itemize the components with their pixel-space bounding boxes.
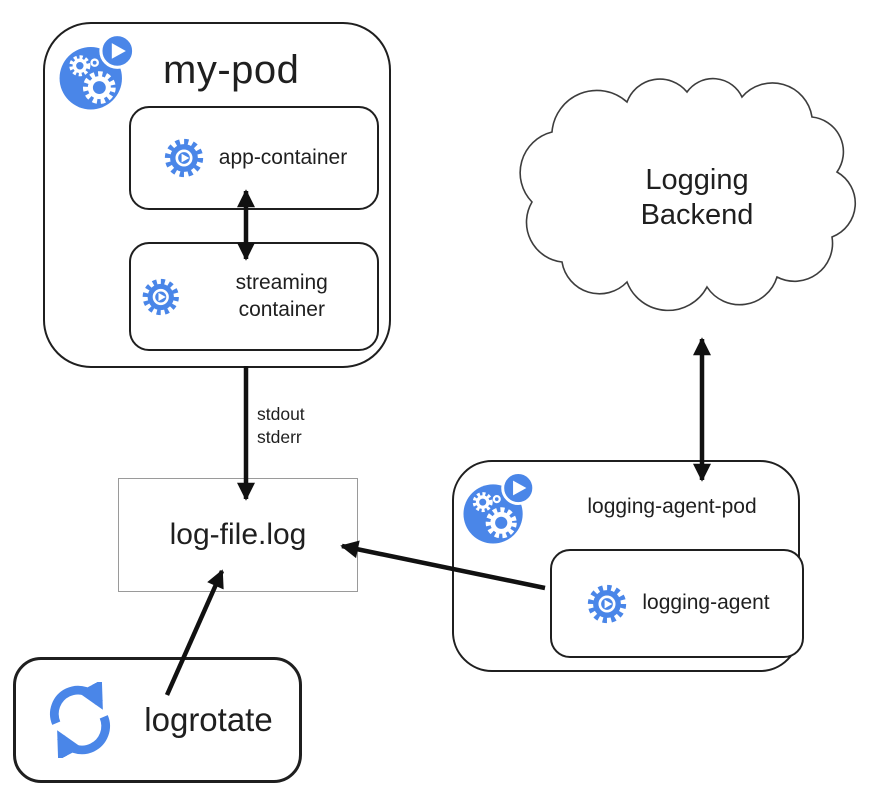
logrotate-label: logrotate	[144, 701, 273, 738]
logging-agent-node: logging-agent	[550, 549, 804, 658]
pod-icon	[463, 471, 536, 544]
container-icon	[588, 584, 627, 623]
log-file-node: log-file.log	[118, 478, 358, 592]
app-container-label: app-container	[218, 145, 348, 169]
stdout-label-line: stdout	[257, 404, 305, 424]
log-file-label: log-file.log	[169, 518, 307, 551]
sync-rotate-icon	[50, 682, 111, 758]
streaming-container-label: streaming container	[235, 271, 328, 321]
container-icon	[164, 138, 203, 178]
logging-backend-label: Logging Backend	[640, 164, 754, 232]
my-pod-node: my-pod app-container streaming container	[43, 22, 391, 368]
stderr-label-line: stderr	[257, 427, 302, 448]
logging-agent-label: logging-agent	[642, 591, 770, 615]
app-container-node: app-container	[129, 106, 379, 210]
container-icon	[142, 278, 179, 315]
logging-agent-pod-title: logging-agent-pod	[587, 495, 757, 518]
stdout-stderr-edge-label: stdout stderr	[257, 403, 305, 450]
my-pod-title: my-pod	[163, 48, 300, 92]
pod-icon	[59, 33, 136, 110]
streaming-container-node: streaming container	[129, 242, 379, 351]
logging-agent-pod-node: logging-agent-pod logging-agent	[452, 460, 804, 672]
logrotate-node: logrotate	[13, 657, 302, 783]
